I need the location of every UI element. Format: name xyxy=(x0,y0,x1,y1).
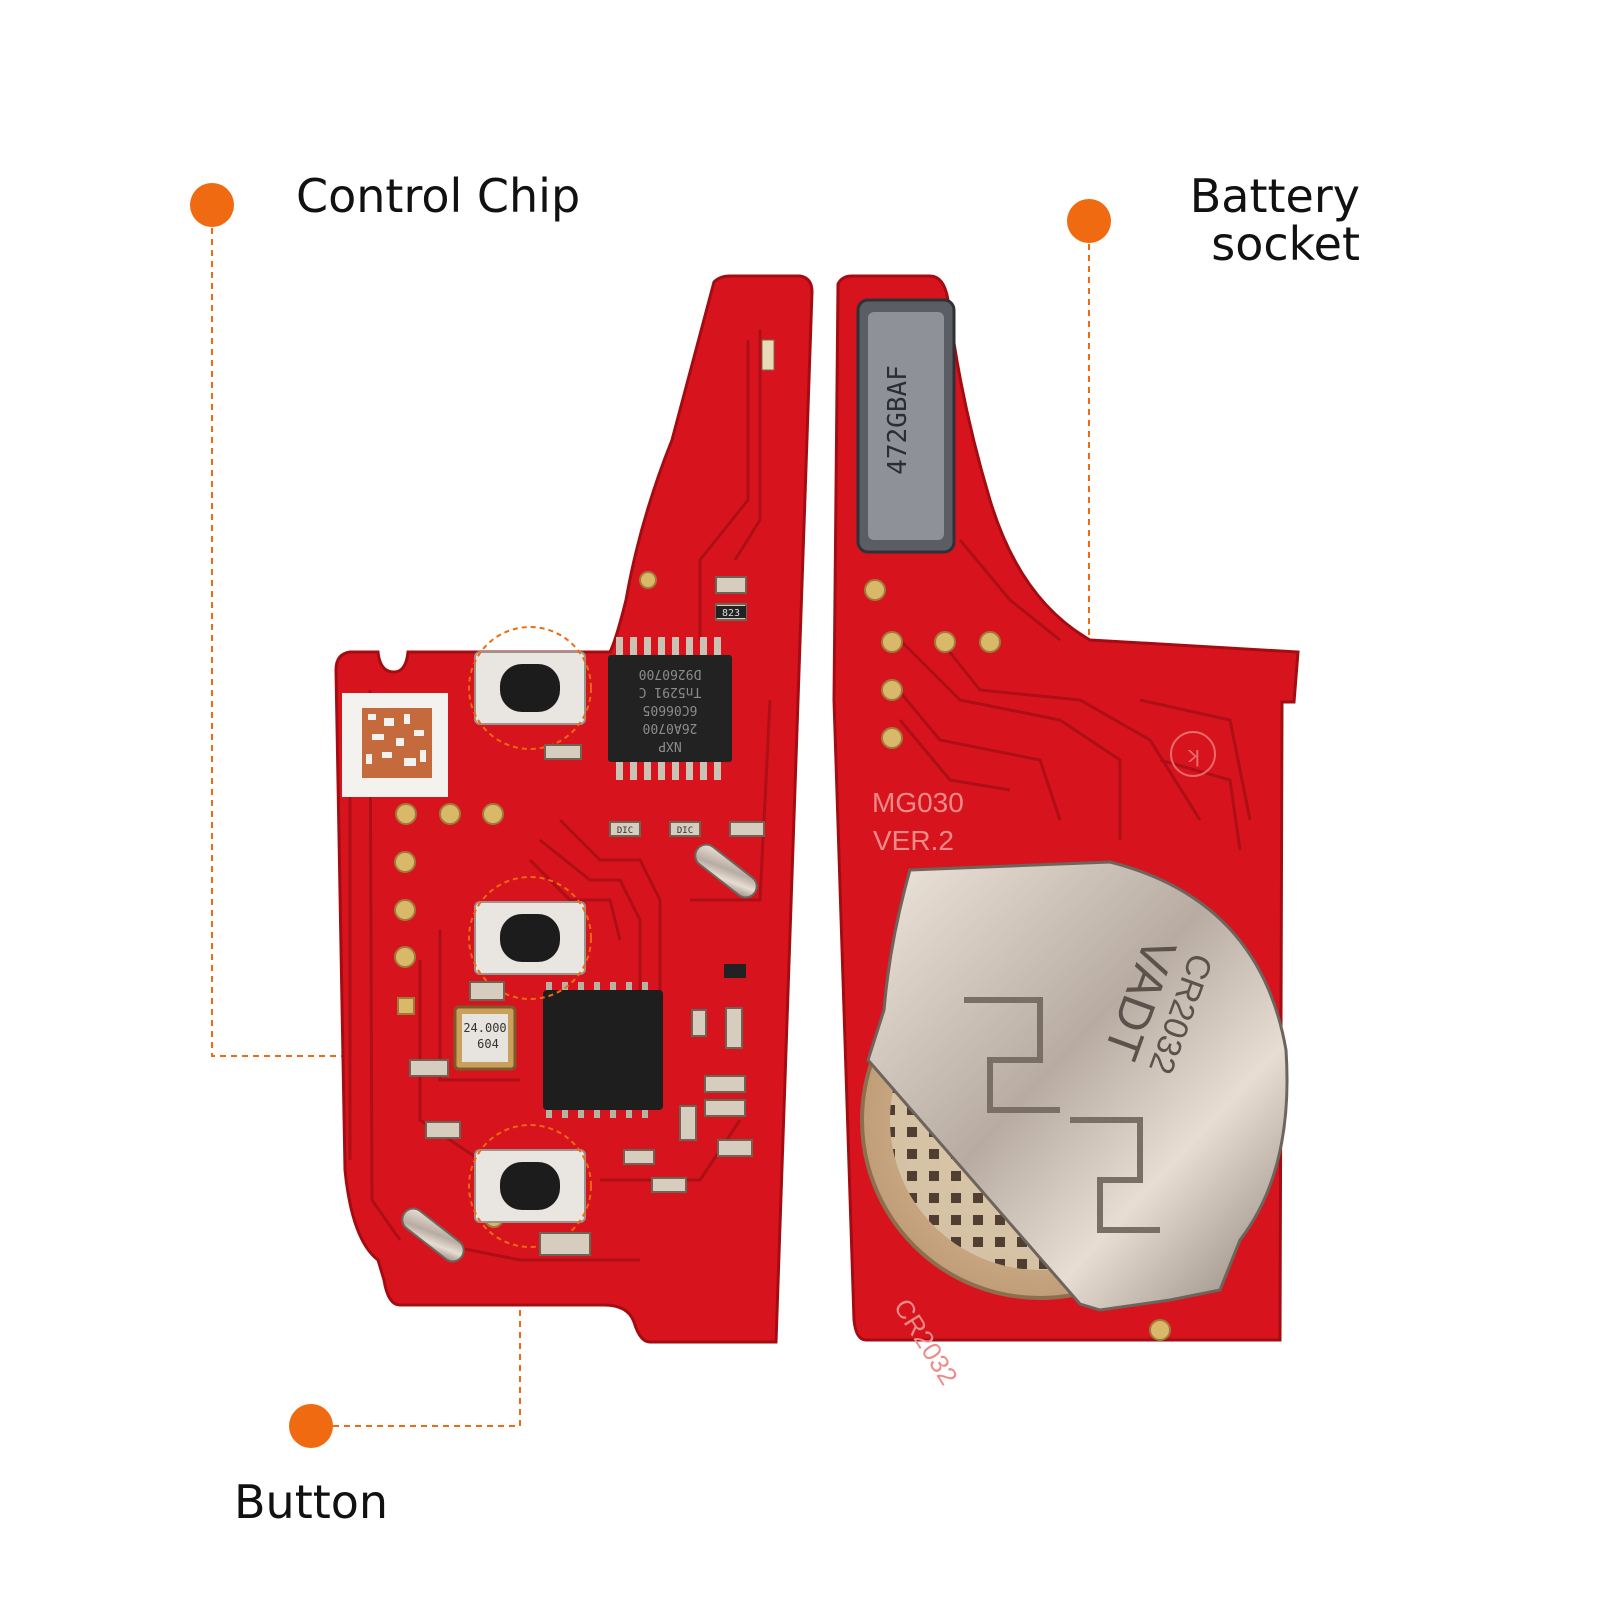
version-marking: VER.2 xyxy=(873,825,954,856)
diode-marking-1: DIC xyxy=(617,826,633,836)
tactile-button-bottom xyxy=(474,1149,586,1223)
battery-socket-label: Battery socket xyxy=(1160,172,1360,269)
tactile-button-top xyxy=(474,651,586,725)
chip-marking-2: 26A0700 xyxy=(643,720,698,735)
tactile-button-middle xyxy=(474,901,586,975)
chip-marking-4: Tn5291 C xyxy=(639,684,702,699)
left-pcb-board: 24.000 604 NXP 26A0700 6C06605 Tn5291 C … xyxy=(334,274,814,1344)
button-marker-dot xyxy=(289,1404,333,1448)
antenna-marking: 472GBAF xyxy=(883,365,913,475)
right-pcb-board: 472GBAF ʞ MG030 VER.2 CR2032 CR2032 VADT xyxy=(832,274,1300,1390)
control-chip-label: Control Chip xyxy=(296,169,581,223)
crystal-marking-2: 604 xyxy=(477,1037,499,1051)
battery-socket-label-line2: socket xyxy=(1211,217,1360,272)
battery-socket-label-line1: Battery xyxy=(1189,169,1360,223)
model-marking: MG030 xyxy=(872,787,964,818)
diode-marking-2: DIC xyxy=(677,826,693,836)
chip-marking-3: 6C06605 xyxy=(643,702,698,717)
smd-marking: 823 xyxy=(722,608,740,619)
chip-marking-5: D9260700 xyxy=(639,666,702,681)
button-highlight-circles xyxy=(468,626,592,1248)
crystal-marking-1: 24.000 xyxy=(463,1021,506,1035)
chip-marking-1: NXP xyxy=(658,738,682,753)
control-chip-marker-dot xyxy=(190,183,234,227)
battery-socket-marker-dot xyxy=(1067,199,1111,243)
rf-controller-chip xyxy=(543,990,663,1110)
svg-text:ʞ: ʞ xyxy=(1186,743,1201,768)
button-label: Button xyxy=(234,1475,389,1529)
battery-socket: CR2032 VADT xyxy=(866,860,1289,1312)
control-chip: NXP 26A0700 6C06605 Tn5291 C D9260700 xyxy=(608,637,732,780)
